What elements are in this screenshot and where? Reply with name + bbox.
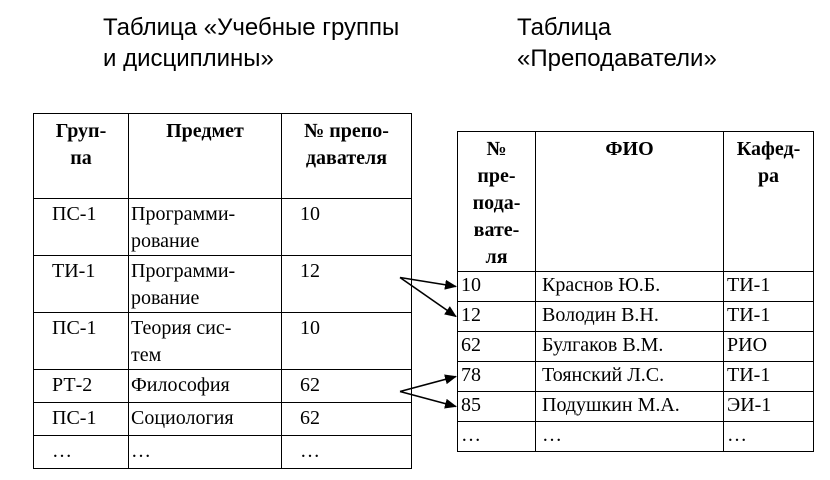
column-header: Груп- па bbox=[33, 113, 129, 199]
table-row: ……… bbox=[33, 435, 412, 469]
table-cell: … bbox=[457, 421, 536, 452]
teachers-table-caption: Таблица «Преподаватели» bbox=[517, 14, 717, 72]
link-arrow bbox=[399, 390, 457, 409]
table-cell: 12 bbox=[457, 301, 536, 332]
table-cell: Программи- рование bbox=[128, 255, 282, 313]
table-cell: ПС-1 bbox=[33, 312, 129, 370]
table-cell: ТИ-1 bbox=[723, 301, 814, 332]
link-arrow bbox=[399, 276, 457, 318]
link-arrow bbox=[399, 374, 457, 393]
table-cell: Социология bbox=[128, 402, 282, 436]
column-header: Предмет bbox=[128, 113, 282, 199]
table-cell: 10 bbox=[281, 198, 412, 256]
table-cell: ТИ-1 bbox=[33, 255, 129, 313]
table-cell: 62 bbox=[281, 369, 412, 403]
table-cell: ТИ-1 bbox=[723, 271, 814, 302]
table-cell: РТ-2 bbox=[33, 369, 129, 403]
table-cell: … bbox=[281, 435, 412, 469]
table-cell: … bbox=[33, 435, 129, 469]
table-cell: Философия bbox=[128, 369, 282, 403]
table-cell: Булгаков В.М. bbox=[535, 331, 724, 362]
column-header: № препо- давателя bbox=[281, 113, 412, 199]
table-cell: ПС-1 bbox=[33, 198, 129, 256]
column-header: Кафед- ра bbox=[723, 131, 814, 272]
table-cell: Володин В.Н. bbox=[535, 301, 724, 332]
table-cell: ТИ-1 bbox=[723, 361, 814, 392]
table-cell: … bbox=[535, 421, 724, 452]
link-arrow bbox=[399, 276, 457, 290]
table-cell: РИО bbox=[723, 331, 814, 362]
table-row: ……… bbox=[457, 421, 814, 452]
table-cell: ПС-1 bbox=[33, 402, 129, 436]
table-cell: 62 bbox=[281, 402, 412, 436]
table-cell: … bbox=[128, 435, 282, 469]
table-cell: 85 bbox=[457, 391, 536, 422]
table-cell: … bbox=[723, 421, 814, 452]
table-cell: Тоянский Л.С. bbox=[535, 361, 724, 392]
table-cell: 62 bbox=[457, 331, 536, 362]
groups-table-caption: Таблица «Учебные группы и дисциплины» bbox=[103, 14, 400, 72]
table-cell: Теория сис- тем bbox=[128, 312, 282, 370]
column-header: № пре- пода- вате- ля bbox=[457, 131, 536, 272]
